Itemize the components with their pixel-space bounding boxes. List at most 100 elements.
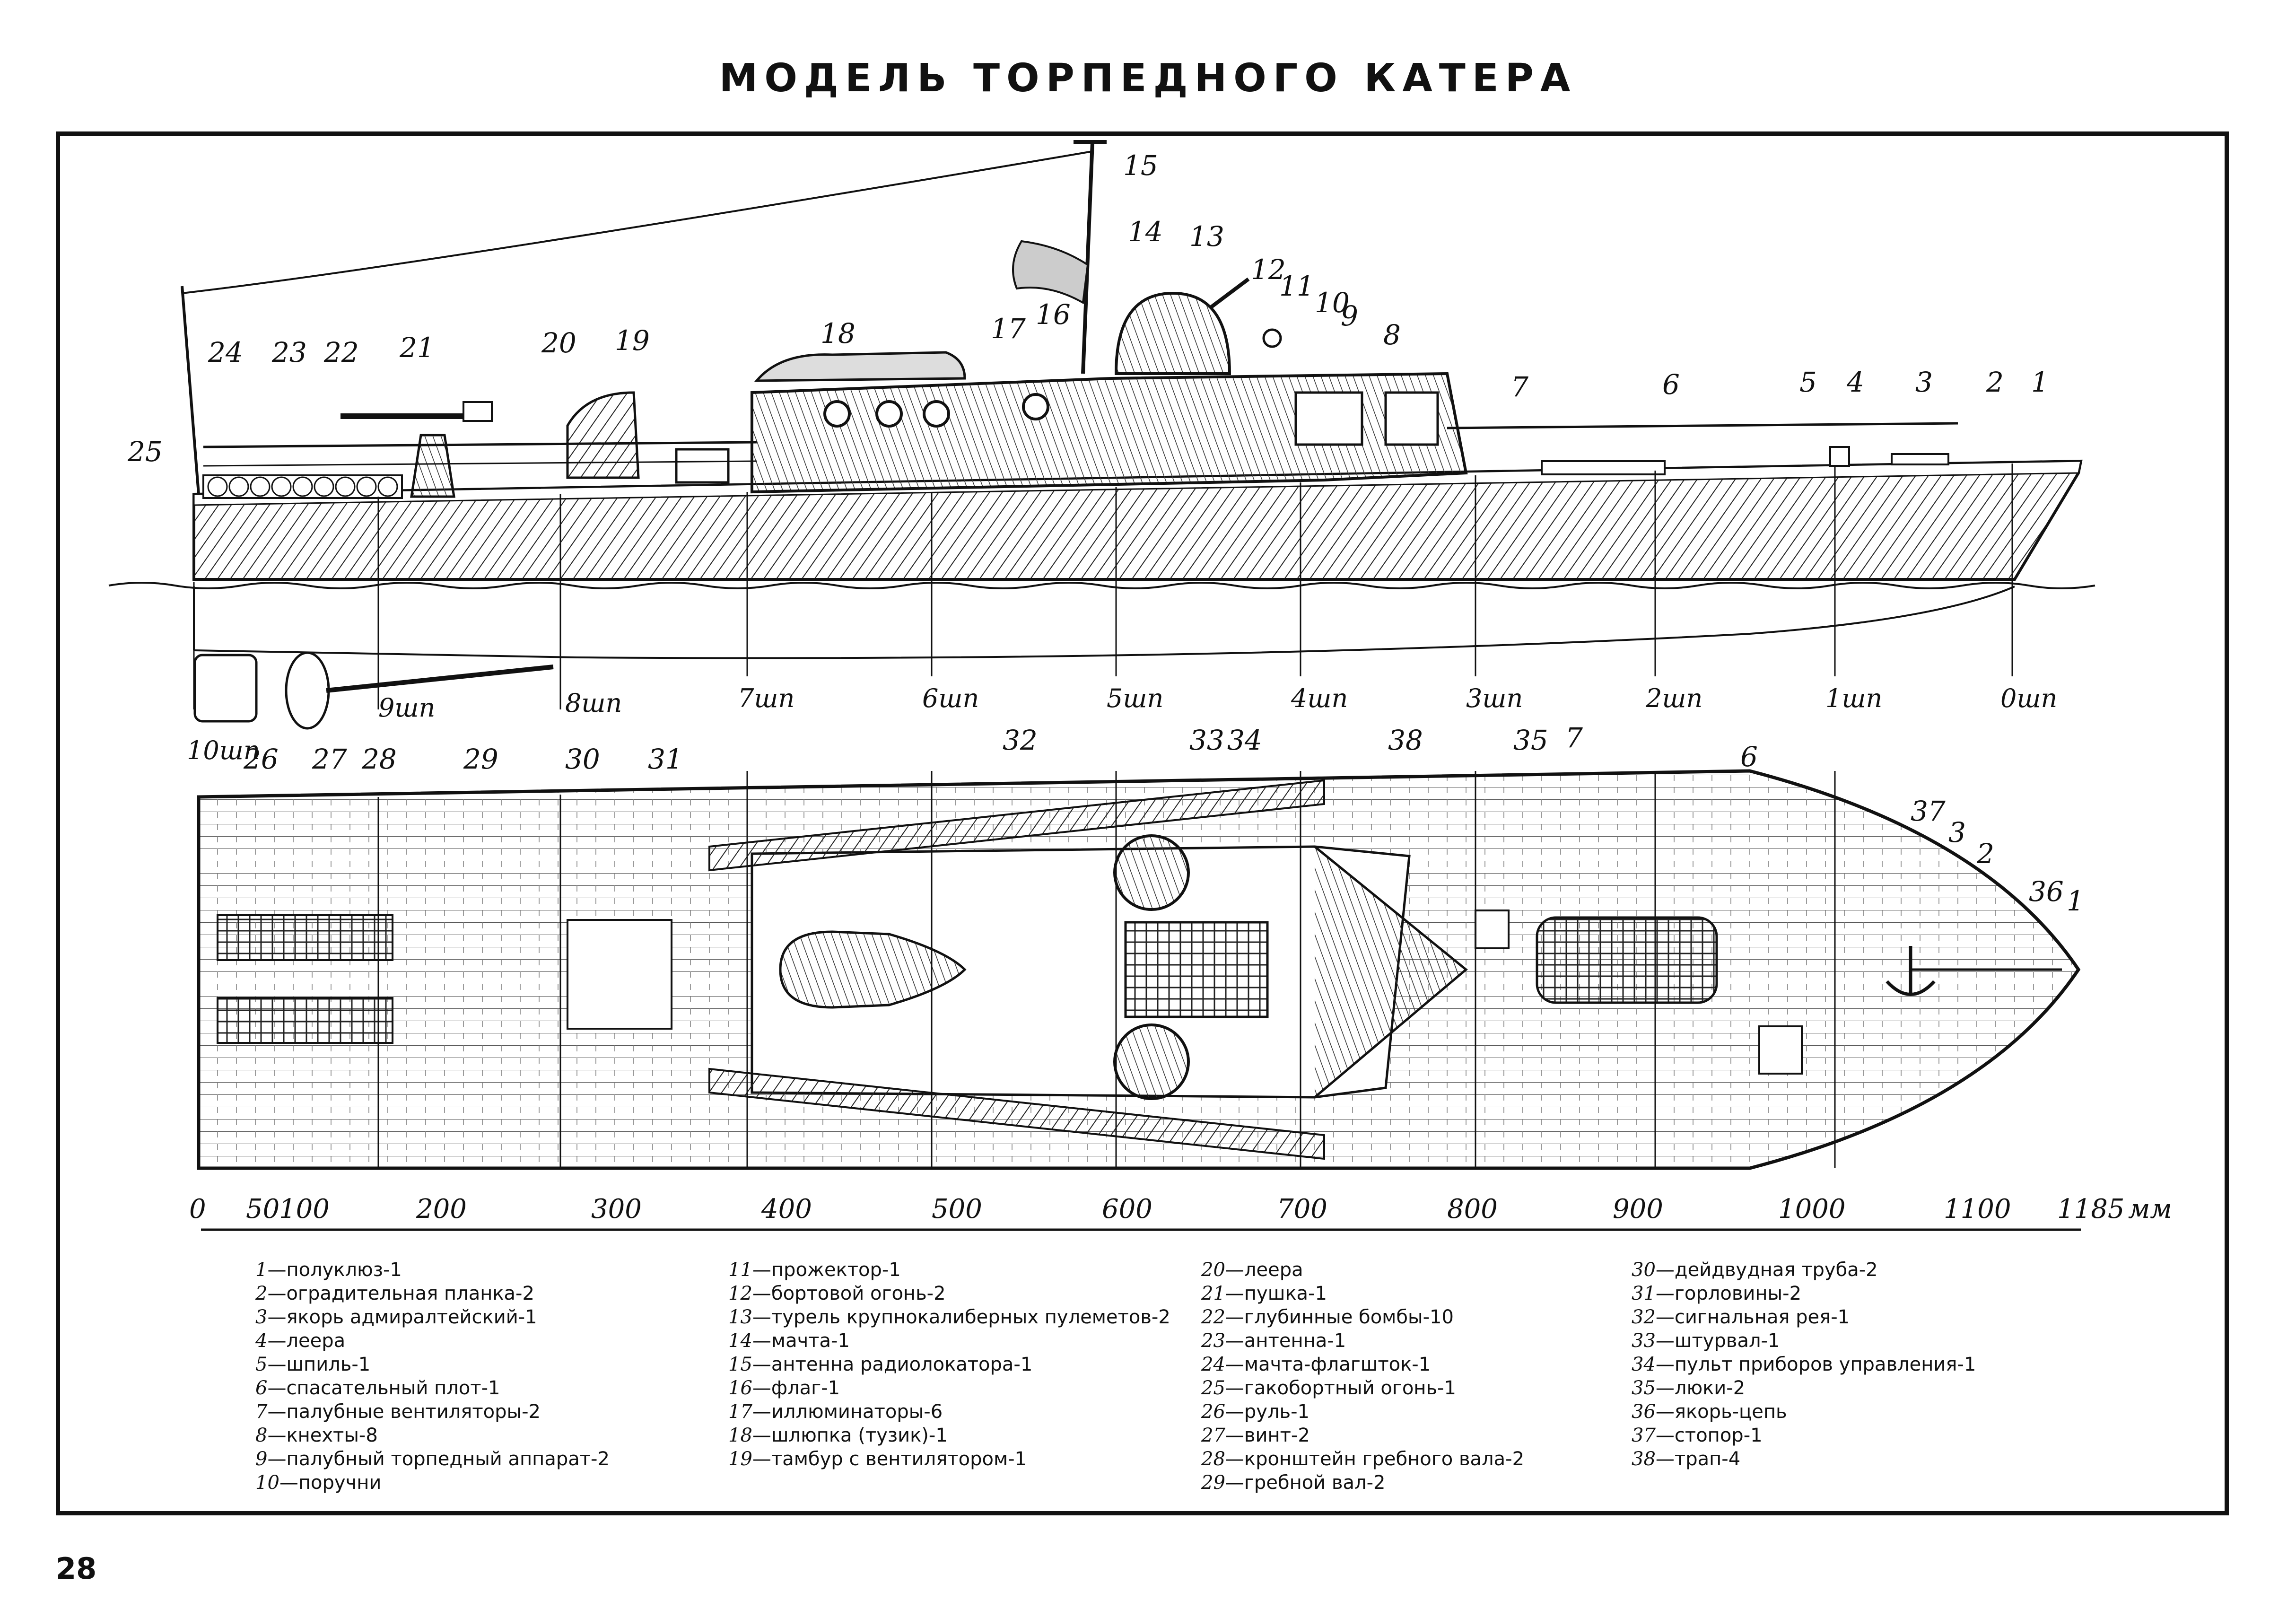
legend-item: 36—якорь-цепь [1632, 1401, 1787, 1423]
frame-label-5: 5шп [1107, 683, 1163, 713]
legend-item: 35—люки-2 [1632, 1377, 1746, 1399]
frame-label-1: 1шп [1825, 683, 1882, 713]
callout-7: 7 [1511, 371, 1528, 403]
dinghy-plan [779, 930, 967, 1009]
frame-label-6: 6шп [922, 683, 979, 713]
railing-aft [203, 441, 757, 448]
below-callouts: 26 27 28 29 30 [243, 743, 600, 775]
frame-label-3: 3шп [1466, 683, 1523, 713]
legend-item: 32—сигнальная рея-1 [1632, 1306, 1850, 1328]
grating [1124, 921, 1269, 1018]
legend-item: 11—прожектор-1 [728, 1259, 901, 1281]
legend-item: 6—спасательный плот-1 [255, 1377, 500, 1399]
legend-item: 26—руль-1 [1201, 1401, 1310, 1423]
legend-item: 28—кронштейн гребного вала-2 [1201, 1448, 1525, 1470]
plan-callouts: 31 32 33 34 38 35 7 6 37 3 2 36 1 [648, 722, 2084, 917]
legend-item: 3—якорь адмиралтейский-1 [255, 1306, 537, 1328]
callout-17: 17 [991, 313, 1026, 345]
legend-item: 13—турель крупнокалиберных пулеметов-2 [728, 1306, 1170, 1328]
drawing-frame [56, 131, 2229, 1515]
legend-item: 2—оградительная планка-2 [255, 1283, 534, 1304]
callout-4: 4 [1846, 366, 1864, 398]
vent-tambour [566, 391, 640, 479]
legend-item: 14—мачта-1 [728, 1330, 850, 1352]
scale-tick-300: 300 [591, 1194, 642, 1224]
callout-24: 24 [208, 336, 243, 368]
legend-item: 9—палубный торпедный аппарат-2 [255, 1448, 610, 1470]
callout-14: 14 [1128, 216, 1163, 248]
torpedo-tube-bottom [708, 1067, 1325, 1160]
callout-13: 13 [1189, 220, 1224, 253]
scale-tick-600: 600 [1102, 1194, 1152, 1224]
legend-item: 8—кнехты-8 [255, 1425, 378, 1446]
callout-34: 34 [1227, 724, 1262, 756]
callout-3p: 3 [1948, 816, 1966, 848]
scale-tick-400: 400 [761, 1194, 812, 1224]
legend-item: 38—трап-4 [1632, 1448, 1741, 1470]
callout-2p: 2 [1976, 838, 1994, 870]
frame-label-2: 2шп [1645, 683, 1702, 713]
callout-5: 5 [1799, 366, 1817, 398]
scale-tick-200: 200 [416, 1194, 467, 1224]
legend-col-1: 1—полуклюз-1 2—оградительная планка-2 3—… [255, 1258, 610, 1495]
legend-item: 17—иллюминаторы-6 [728, 1401, 943, 1423]
scale-tick-1100: 1100 [1944, 1194, 2011, 1224]
callout-19: 19 [615, 324, 650, 357]
scale-tick-900: 900 [1613, 1194, 1663, 1224]
frame-label-9: 9шп [378, 693, 435, 723]
frame-lines [193, 464, 2013, 709]
turret-bottom [1113, 1023, 1190, 1100]
flagstaff [181, 286, 200, 495]
callout-23: 23 [271, 336, 307, 368]
legend-col-4: 30—дейдвудная труба-2 31—горловины-2 32—… [1632, 1258, 1976, 1471]
railing-fore [1447, 422, 1958, 429]
callout-12: 12 [1251, 254, 1286, 286]
side-view [108, 140, 2095, 730]
dinghy [754, 351, 966, 382]
torpedo-tube-top [708, 779, 1325, 872]
legend-item: 4—леера [255, 1330, 346, 1352]
side-callouts: 1 2 3 4 5 6 7 8 9 10 11 12 13 14 15 16 1… [127, 149, 2049, 468]
legend-item: 23—антенна-1 [1201, 1330, 1346, 1352]
legend-item: 21—пушка-1 [1201, 1283, 1327, 1304]
depth-charges [202, 474, 403, 499]
callout-27: 27 [312, 743, 347, 775]
callout-26: 26 [243, 743, 279, 775]
callout-37: 37 [1911, 795, 1946, 827]
page-title: МОДЕЛЬ ТОРПЕДНОГО КАТЕРА [719, 56, 1577, 101]
legend-item: 37—стопор-1 [1632, 1425, 1763, 1446]
callout-15: 15 [1123, 149, 1158, 182]
callout-30: 30 [565, 743, 600, 775]
legend-item: 15—антенна радиолокатора-1 [728, 1354, 1033, 1375]
callout-9: 9 [1341, 300, 1358, 332]
legend-item: 18—шлюпка (тузик)-1 [728, 1425, 948, 1446]
legend-item: 10—поручни [255, 1472, 382, 1494]
callout-38: 38 [1388, 724, 1423, 756]
plan-view [197, 769, 2081, 1170]
callout-6p: 6 [1740, 741, 1758, 773]
hatch-grating [1536, 916, 1718, 1004]
antenna-wire [182, 150, 1093, 294]
callout-25: 25 [127, 436, 163, 468]
legend-item: 27—винт-2 [1201, 1425, 1310, 1446]
callout-20: 20 [541, 327, 576, 359]
frame-labels: 10шп 9шп 8шп 7шп 6шп 5шп 4шп 3шп 2шп 1шп… [187, 683, 2057, 765]
flag [1012, 240, 1089, 305]
propeller [285, 651, 330, 730]
callout-35: 35 [1513, 724, 1548, 756]
legend-item: 16—флаг-1 [728, 1377, 840, 1399]
turret-dome [1114, 291, 1231, 375]
legend-item: 7—палубные вентиляторы-2 [255, 1401, 541, 1423]
turret-top [1113, 834, 1190, 911]
frame-label-4: 4шп [1291, 683, 1348, 713]
scale-tick-50: 50 [246, 1194, 279, 1224]
frame-label-10: 10шп [187, 735, 260, 765]
callout-28: 28 [361, 743, 397, 775]
legend-item: 5—шпиль-1 [255, 1354, 371, 1375]
callout-10: 10 [1315, 287, 1350, 319]
callout-3: 3 [1915, 366, 1933, 398]
callout-2: 2 [1986, 366, 2004, 398]
callout-29: 29 [463, 743, 498, 775]
callout-8: 8 [1383, 319, 1401, 351]
legend-item: 30—дейдвудная труба-2 [1632, 1259, 1878, 1281]
